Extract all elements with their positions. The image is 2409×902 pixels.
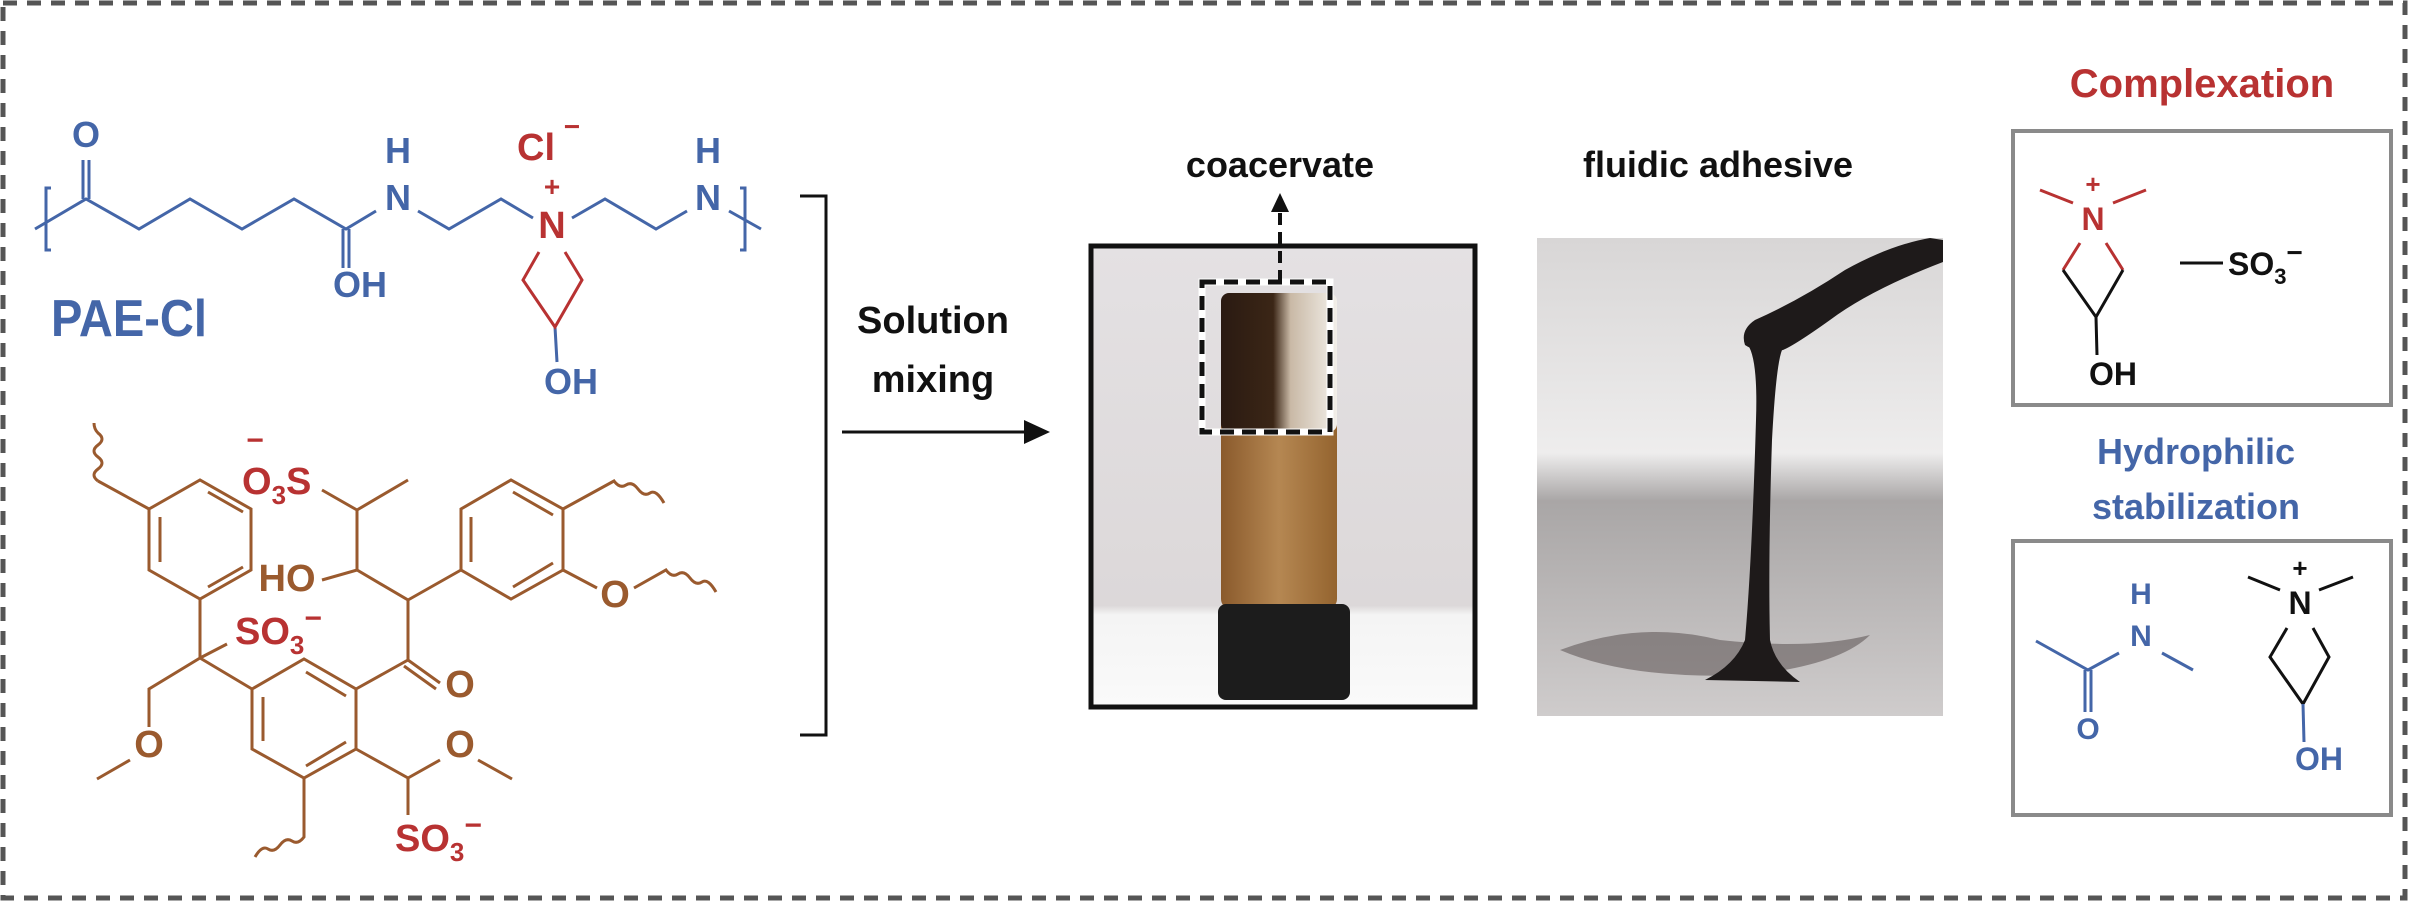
coacervate-photo: [1088, 243, 1478, 710]
sulfonate-group: SO3−: [235, 602, 322, 660]
lignosulfonate-structure: − O3S HO O O O O SO3− SO3−: [92, 422, 718, 867]
atom-ho: HO: [259, 558, 316, 600]
charge-plus: +: [2085, 169, 2100, 199]
atom-oh: OH: [333, 264, 387, 305]
chloride-ion: Cl: [517, 127, 555, 169]
process-label-line1: Solution: [857, 300, 1009, 342]
process-label-line2: mixing: [872, 359, 994, 401]
process-arrow: [842, 420, 1050, 444]
charge-plus: +: [544, 171, 560, 202]
hydrophilic-title-line2: stabilization: [2092, 486, 2300, 527]
atom-o: O: [445, 724, 475, 766]
reactants-bracket: [800, 194, 828, 737]
atom-o: O: [72, 114, 100, 155]
fluidic-adhesive-label: fluidic adhesive: [1583, 144, 1853, 185]
complexation-title: Complexation: [2070, 62, 2334, 106]
sulfonate-group: O3S: [242, 461, 311, 510]
atom-n-plus: N: [538, 205, 565, 247]
coacervate-dashed-arrow: [1271, 193, 1289, 282]
atom-h: H: [385, 130, 411, 171]
atom-n: N: [385, 177, 411, 218]
sulfonate-group: SO3−: [395, 809, 482, 867]
atom-oh: OH: [2089, 356, 2137, 392]
complexation-box: N + OH SO3−: [2011, 129, 2393, 407]
pae-cl-structure: O OH H N N + Cl − OH H N PAE-Cl: [34, 111, 762, 402]
atom-o: O: [600, 574, 630, 616]
fluidic-adhesive-photo: [1537, 238, 1943, 716]
atom-o: O: [445, 664, 475, 706]
coacervate-label: coacervate: [1186, 144, 1374, 185]
sulfonate-group: SO3−: [2228, 237, 2303, 289]
atom-h: H: [695, 130, 721, 171]
pae-cl-label: PAE-Cl: [51, 290, 207, 348]
atom-o: O: [2076, 713, 2099, 746]
charge-minus: −: [246, 424, 264, 457]
atom-n: N: [2130, 620, 2152, 653]
atom-n: N: [695, 177, 721, 218]
charge-minus: −: [564, 111, 580, 142]
atom-n-plus: N: [2081, 201, 2104, 237]
atom-o: O: [134, 724, 164, 766]
hydrophilic-title-line1: Hydrophilic: [2097, 431, 2295, 472]
hydrophilic-box: H N O N + OH: [2011, 539, 2393, 817]
charge-plus: +: [2292, 553, 2307, 583]
atom-h: H: [2130, 578, 2152, 611]
atom-oh: OH: [2295, 741, 2343, 777]
atom-n-plus: N: [2288, 585, 2311, 621]
atom-oh: OH: [544, 361, 598, 402]
